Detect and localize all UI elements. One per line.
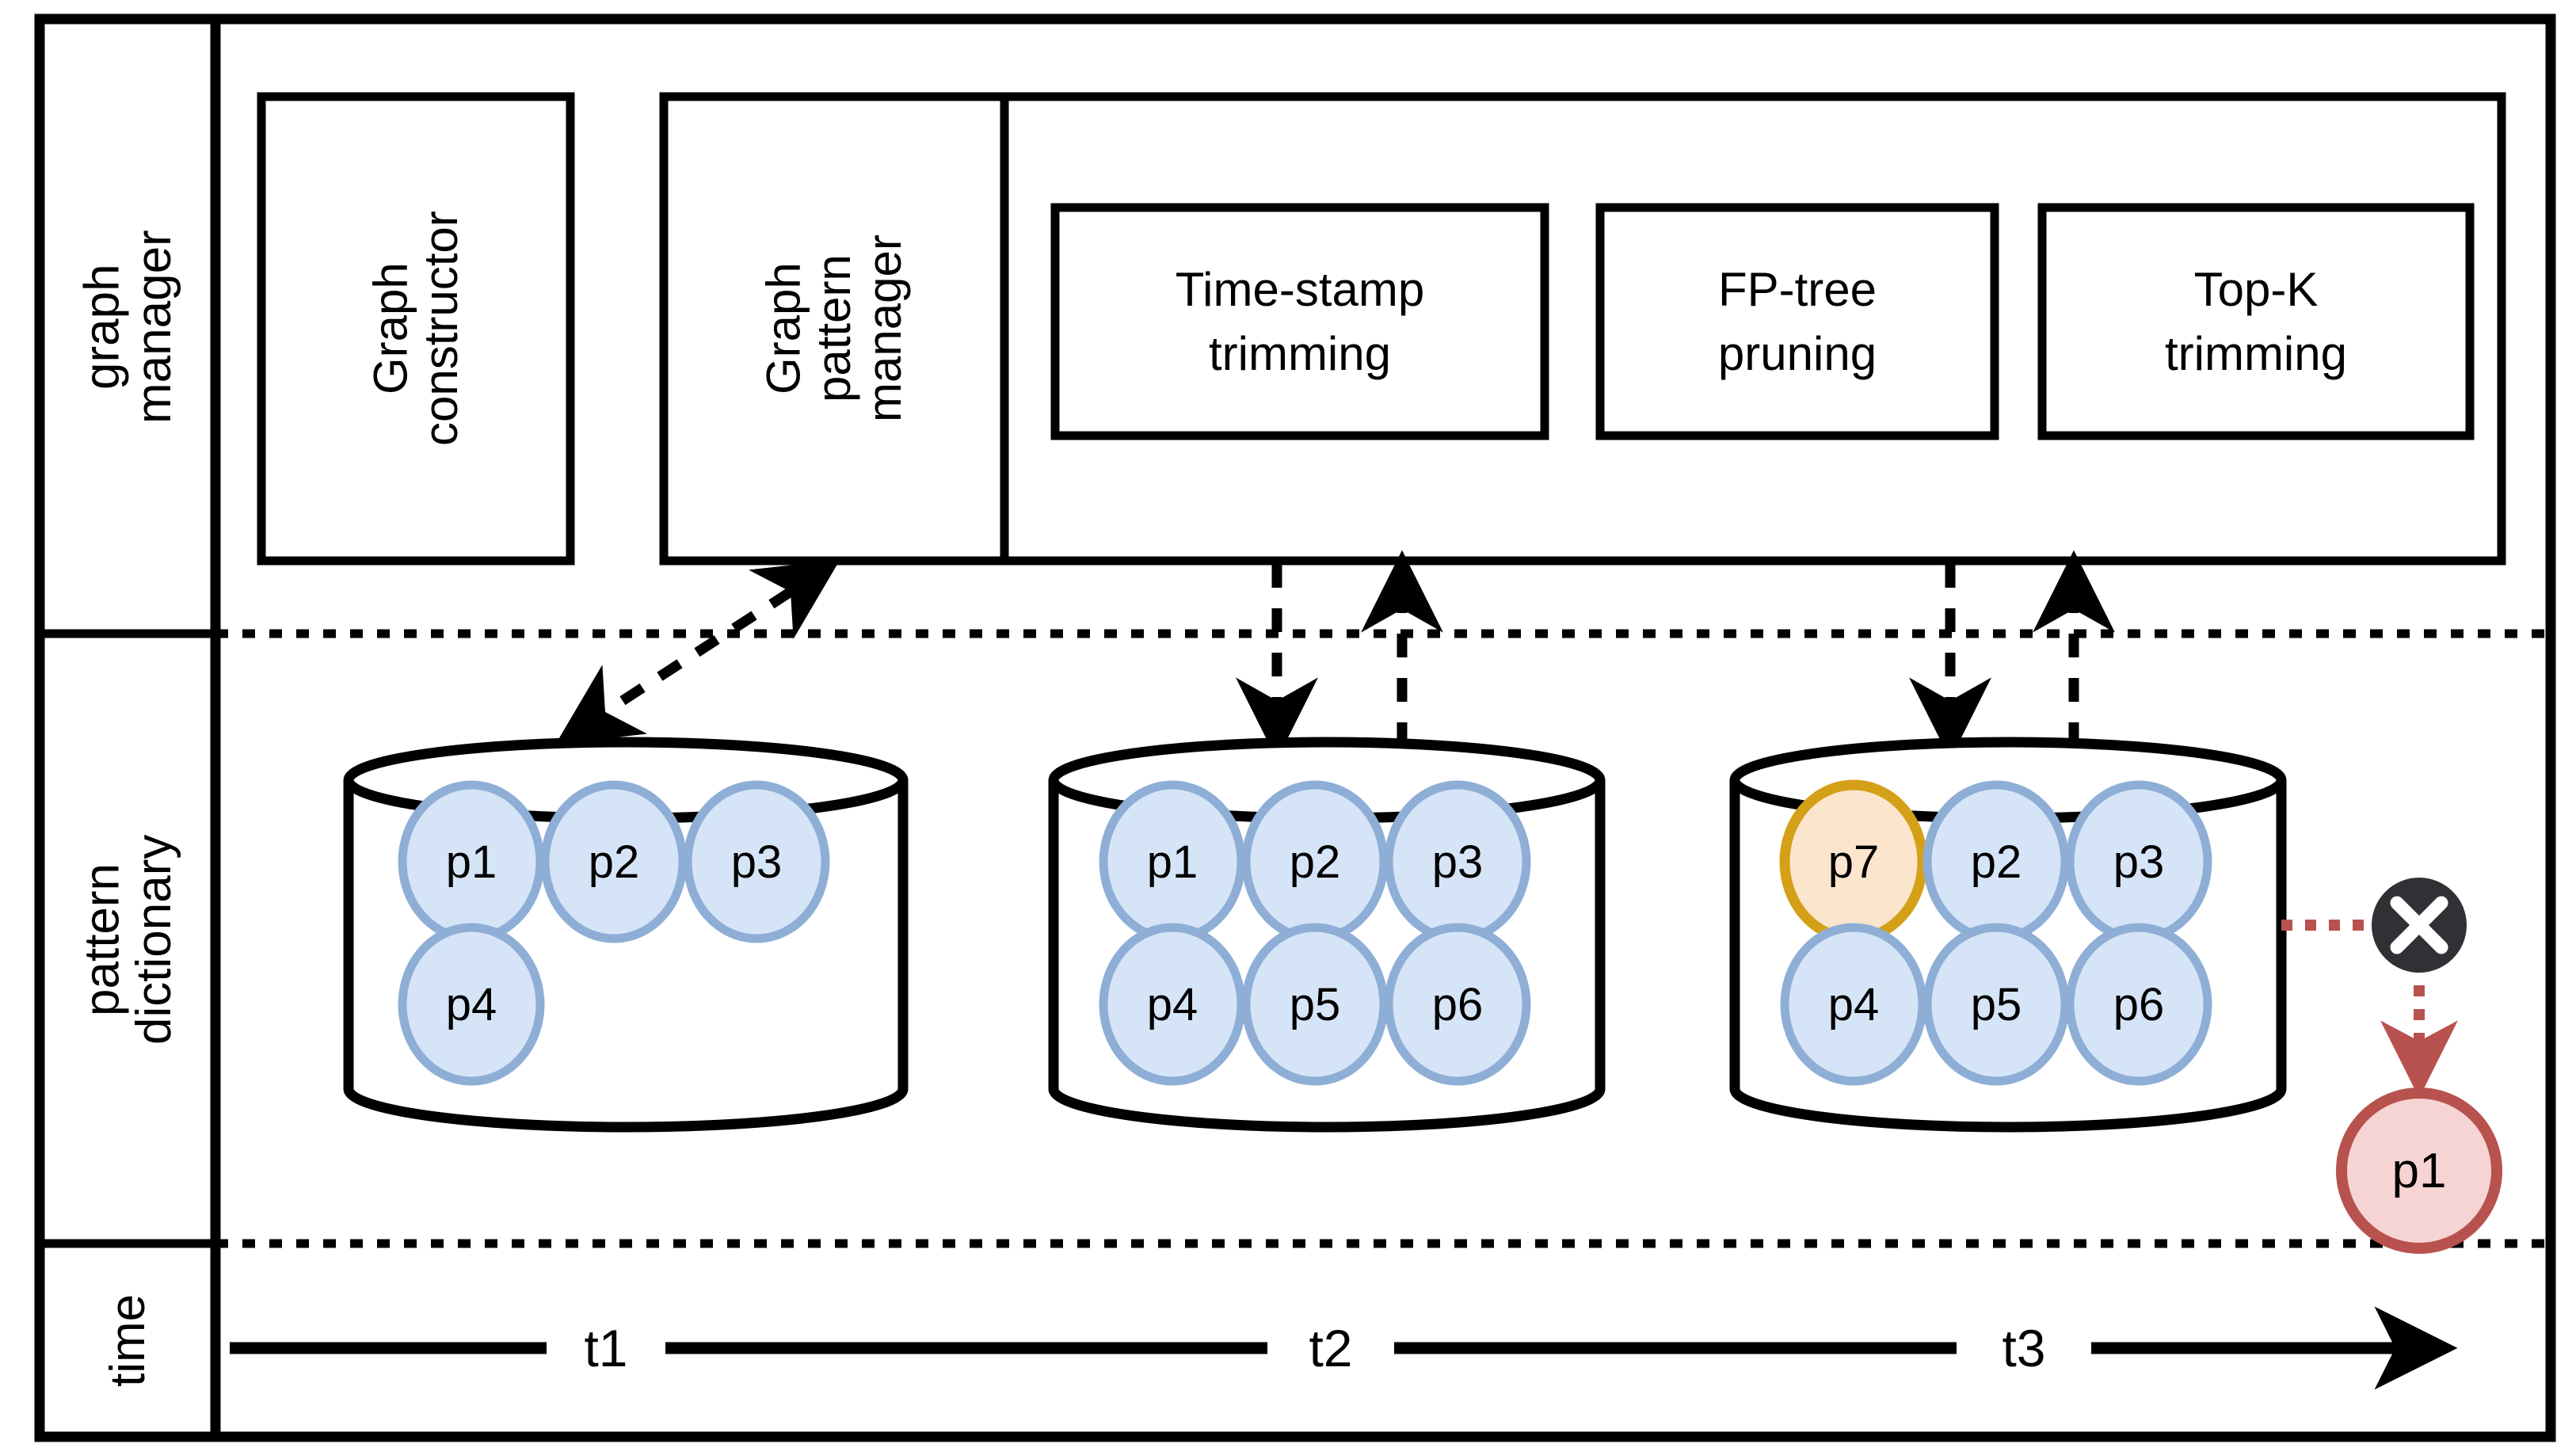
fp-tree-pruning-label: FP-tree pruning bbox=[1717, 263, 1877, 380]
node-label-t1-r1-c0: p4 bbox=[445, 978, 497, 1030]
graph-pattern-manager-label: Graph pattern manager bbox=[756, 234, 911, 423]
node-label-t2-r1-c0: p4 bbox=[1146, 978, 1198, 1030]
node-label-t1-r0-c0: p1 bbox=[445, 836, 497, 888]
node-label-t2-r0-c0: p1 bbox=[1146, 836, 1198, 888]
outer-frame bbox=[34, 13, 2556, 1442]
arrow-pattern-manager-store-t1 bbox=[555, 559, 840, 745]
time-tick-t2: t2 bbox=[1309, 1319, 1353, 1377]
node-label-t3-r1-c0: p4 bbox=[1827, 978, 1880, 1030]
top-k-trimming-label: Top-K trimming bbox=[2164, 263, 2347, 380]
node-label-t1-r0-c1: p2 bbox=[588, 836, 640, 888]
node-label-t2-r1-c1: p5 bbox=[1289, 978, 1341, 1030]
node-label-t3-r0-c0: p7 bbox=[1827, 836, 1880, 888]
connector-arrows bbox=[555, 550, 2115, 760]
node-label-removed-p1: p1 bbox=[2391, 1143, 2447, 1198]
time-stamp-trimming-label: Time-stamp trimming bbox=[1175, 263, 1425, 380]
node-removed-p1 bbox=[2336, 1087, 2502, 1254]
node-label-t3-r1-c1: p5 bbox=[1970, 978, 2022, 1030]
store-t1-nodes bbox=[398, 780, 830, 1086]
node-label-t3-r0-c2: p3 bbox=[2113, 836, 2165, 888]
time-stamp-trimming-box bbox=[1050, 203, 1549, 440]
store-t3-nodes bbox=[1779, 779, 2212, 1086]
graph-constructor-label: Graph constructor bbox=[364, 211, 467, 447]
top-k-trimming-box bbox=[2037, 203, 2475, 440]
time-tick-t1: t1 bbox=[584, 1319, 628, 1377]
eviction-path bbox=[2281, 878, 2502, 1254]
row-label-time: time bbox=[101, 1293, 156, 1387]
node-label-t2-r0-c2: p3 bbox=[1431, 836, 1484, 888]
time-tick-t3: t3 bbox=[2002, 1319, 2046, 1377]
fp-tree-pruning-box bbox=[1595, 203, 1999, 440]
node-label-t3-r0-c1: p2 bbox=[1970, 836, 2022, 888]
close-icon-glyph bbox=[2390, 896, 2448, 954]
node-label-t2-r0-c1: p2 bbox=[1289, 836, 1341, 888]
store-t2-nodes bbox=[1099, 780, 1531, 1086]
node-label-t1-r0-c2: p3 bbox=[730, 836, 783, 888]
graph-constructor-box bbox=[257, 92, 575, 566]
node-label-t2-r1-c2: p6 bbox=[1431, 978, 1484, 1030]
node-label-t3-r1-c2: p6 bbox=[2113, 978, 2165, 1030]
row-label-pattern-dictionary: pattern dictionary bbox=[74, 834, 181, 1045]
row-label-graph-manager: graph manager bbox=[74, 230, 181, 425]
